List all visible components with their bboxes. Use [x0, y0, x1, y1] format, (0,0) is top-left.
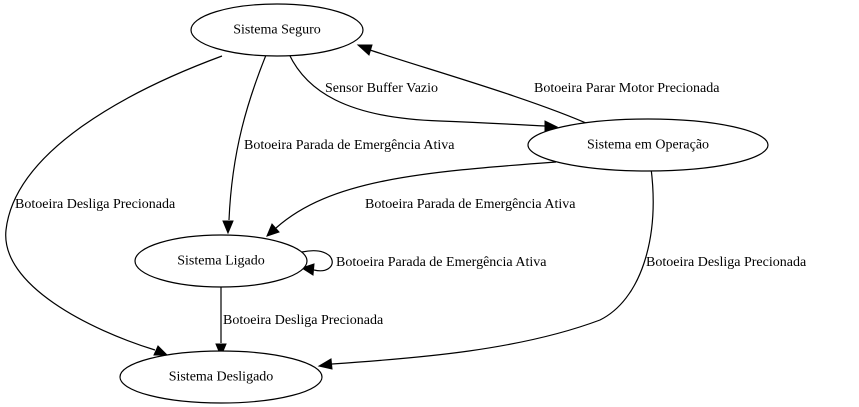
node-ellipse	[134, 234, 308, 288]
arrowhead	[153, 345, 169, 356]
arrowhead	[215, 343, 227, 358]
edge-line	[288, 53, 546, 127]
node-ellipse	[190, 3, 364, 57]
edge-label-seguro-desligado: Botoeira Desliga Precionada	[15, 197, 176, 212]
edge-ligado-self-loop	[300, 250, 333, 276]
arrowhead	[300, 263, 315, 276]
edge-label-operacao-ligado: Botoeira Parada de Emergência Ativa	[365, 197, 576, 212]
arrowhead	[356, 44, 373, 56]
edge-line	[275, 161, 557, 229]
node-ellipse	[527, 118, 769, 172]
node-label: Sistema em Operação	[587, 138, 709, 153]
node-sistema-seguro[interactable]: Sistema Seguro	[190, 3, 364, 57]
node-label: Sistema Ligado	[177, 254, 265, 269]
edge-line	[369, 49, 594, 127]
edge-seguro-to-operacao	[288, 53, 559, 132]
edge-operacao-to-seguro	[356, 44, 594, 127]
edge-operacao-to-ligado	[266, 161, 557, 237]
edge-seguro-to-ligado	[222, 54, 267, 235]
edge-line	[228, 54, 267, 221]
node-label: Sistema Desligado	[169, 370, 274, 385]
arrowhead	[544, 120, 559, 132]
edge-label-operacao-seguro: Botoeira Parar Motor Precionada	[534, 81, 720, 96]
arrowhead	[222, 220, 234, 235]
edge-operacao-to-desligado	[317, 167, 654, 370]
edge-line	[301, 250, 333, 272]
node-sistema-em-operacao[interactable]: Sistema em Operação	[527, 118, 769, 172]
node-sistema-desligado[interactable]: Sistema Desligado	[119, 350, 323, 404]
node-label: Sistema Seguro	[233, 23, 321, 38]
edge-line	[5, 55, 223, 351]
arrowhead	[266, 223, 280, 237]
arrowhead	[317, 358, 333, 370]
edge-seguro-to-desligado	[5, 55, 223, 356]
edge-line	[331, 167, 654, 365]
edge-label-seguro-ligado: Botoeira Parada de Emergência Ativa	[244, 138, 455, 153]
edge-label-seguro-operacao: Sensor Buffer Vazio	[325, 81, 438, 96]
edge-label-ligado-desligado: Botoeira Desliga Precionada	[223, 313, 384, 328]
edge-ligado-to-desligado	[215, 285, 227, 358]
edge-label-ligado-self: Botoeira Parada de Emergência Ativa	[336, 255, 547, 270]
node-sistema-ligado[interactable]: Sistema Ligado	[134, 234, 308, 288]
node-ellipse	[119, 350, 323, 404]
edge-label-operacao-desligado: Botoeira Desliga Precionada	[646, 255, 807, 270]
